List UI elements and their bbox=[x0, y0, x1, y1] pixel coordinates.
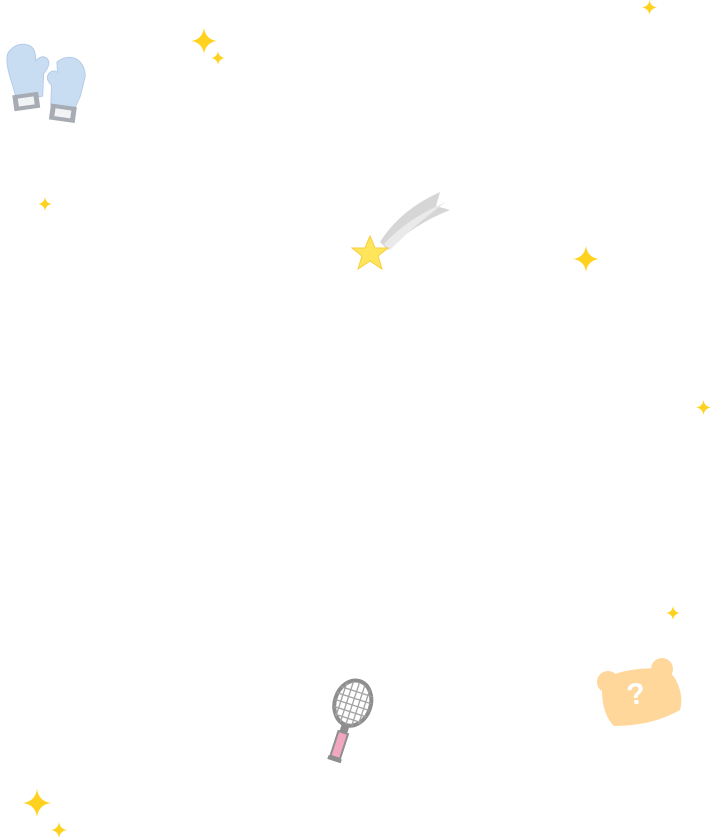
shooting-star-icon bbox=[350, 192, 450, 271]
sparkle-icon bbox=[211, 51, 225, 65]
bear-question-badge-icon: ? bbox=[597, 658, 682, 726]
sparkle-icon bbox=[696, 400, 711, 415]
sparkle-icon bbox=[191, 28, 217, 54]
sparkle-icon bbox=[51, 822, 67, 838]
tennis-racket-icon bbox=[327, 678, 374, 764]
sparkle-icon bbox=[23, 789, 51, 817]
question-mark-label: ? bbox=[625, 677, 648, 712]
sparkle-icon bbox=[666, 606, 680, 620]
sparkle-icon bbox=[573, 246, 599, 272]
boxing-gloves-icon bbox=[6, 43, 86, 124]
sparkle-icon bbox=[642, 0, 657, 15]
sparkle-icon bbox=[38, 197, 52, 211]
